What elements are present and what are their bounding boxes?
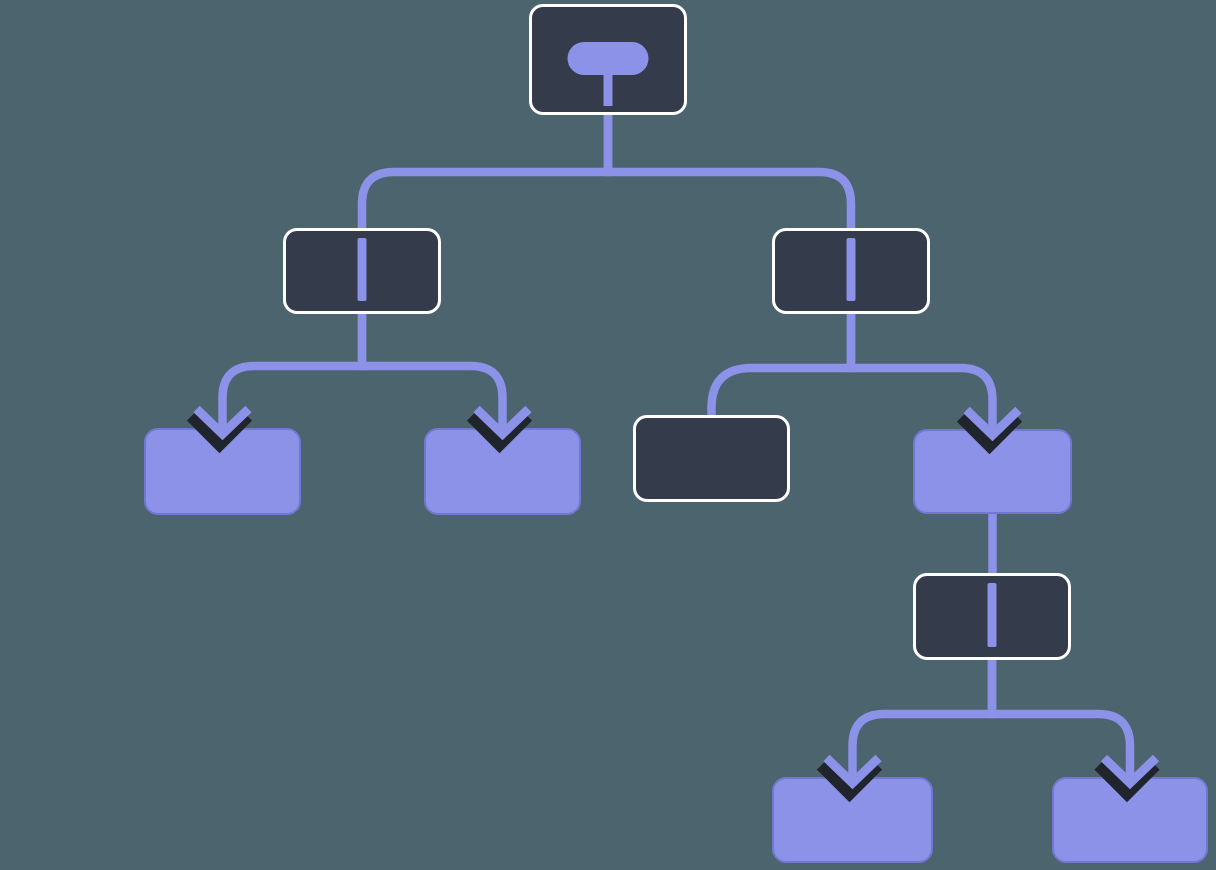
node-root[interactable] (529, 4, 687, 115)
node-dark-leaf[interactable] (633, 415, 790, 502)
node-leaf-bottom-1[interactable] (772, 777, 933, 863)
node-leaf-left-2[interactable] (424, 428, 581, 515)
node-leaf-right[interactable] (913, 429, 1072, 514)
node-branch-left[interactable] (283, 228, 441, 314)
node-branch-lower[interactable] (913, 573, 1071, 660)
node-branch-right[interactable] (772, 228, 930, 314)
vertical-bar-decoration (846, 238, 856, 301)
node-leaf-left-1[interactable] (144, 428, 301, 515)
node-leaf-bottom-2[interactable] (1052, 777, 1208, 863)
vertical-bar-decoration (357, 238, 367, 301)
pill-decoration (567, 42, 649, 75)
pill-stem-decoration (603, 59, 613, 106)
vertical-bar-decoration (987, 583, 997, 647)
